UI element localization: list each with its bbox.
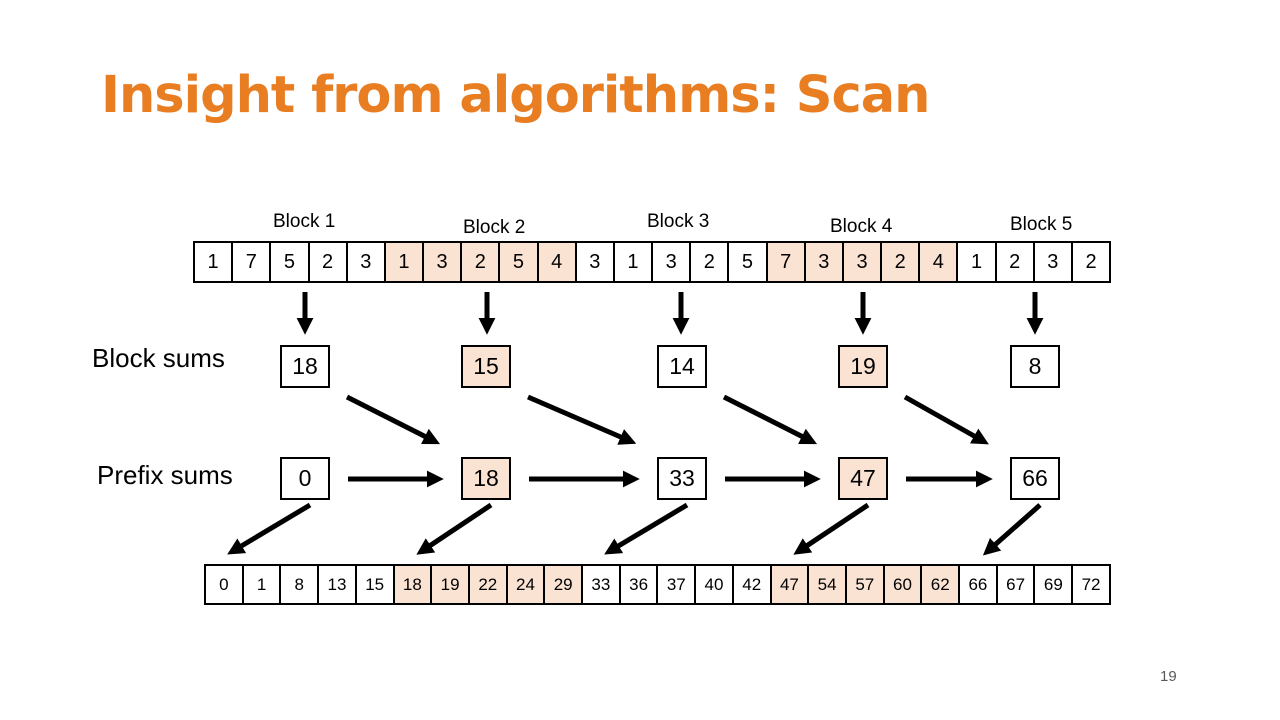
input-array-cell: 3: [574, 243, 613, 281]
input-array-cell: 7: [765, 243, 804, 281]
output-array-cell: 66: [958, 566, 996, 603]
input-array-cell: 2: [460, 243, 499, 281]
output-array-cell: 19: [430, 566, 468, 603]
input-array-cell: 2: [307, 243, 346, 281]
output-array-cell: 33: [581, 566, 619, 603]
slide-title: Insight from algorithms: Scan: [101, 66, 930, 125]
output-array-cell: 60: [882, 566, 921, 603]
prefix-sums-label: Prefix sums: [97, 460, 233, 490]
output-array-cell: 57: [844, 566, 883, 603]
block-label: Block 5: [1010, 214, 1073, 235]
input-array-cell: 5: [498, 243, 537, 281]
block-sum-box: 15: [461, 345, 511, 388]
output-array-cell: 22: [467, 566, 506, 603]
prefix-to-output-arrow: [604, 502, 689, 555]
prefix-sum-box: 66: [1010, 457, 1060, 500]
output-array-cell: 36: [618, 566, 657, 603]
block-label: Block 2: [463, 217, 526, 238]
output-array-cell: 69: [1033, 566, 1071, 603]
prefix-sum-box: 47: [838, 457, 888, 500]
output-array-cell: 72: [1071, 566, 1109, 603]
input-array-cell: 5: [727, 243, 765, 281]
prefix-sum-box: 18: [461, 457, 511, 500]
input-array-cell: 1: [956, 243, 994, 281]
input-array-cell: 3: [1032, 243, 1071, 281]
block-label: Block 3: [647, 211, 710, 232]
input-array-cell: 3: [651, 243, 689, 281]
output-array-cell: 24: [505, 566, 544, 603]
input-array-cell: 3: [422, 243, 461, 281]
prefix-to-output-arrow: [793, 502, 870, 555]
output-array-cell: 37: [656, 566, 694, 603]
input-array-cell: 2: [994, 243, 1033, 281]
output-array-cell: 18: [392, 566, 431, 603]
output-array-cell: 67: [995, 566, 1034, 603]
blocksum-to-prefix-arrow: [345, 394, 441, 445]
block-label: Block 1: [273, 211, 336, 232]
block-label: Block 4: [830, 216, 893, 237]
output-array-cell: 15: [354, 566, 393, 603]
output-array-cell: 8: [279, 566, 317, 603]
output-array-cell: 42: [731, 566, 770, 603]
input-array-cell: 2: [1070, 243, 1109, 281]
output-array-cell: 47: [769, 566, 808, 603]
input-array-cell: 1: [612, 243, 651, 281]
page-number: 19: [1160, 668, 1177, 685]
prefix-to-output-arrow: [227, 502, 312, 555]
output-array-cell: 40: [694, 566, 732, 603]
block-sum-box: 18: [280, 345, 330, 388]
output-array-cell: 29: [543, 566, 582, 603]
input-array-cell: 3: [803, 243, 842, 281]
input-array-cell: 1: [383, 243, 423, 281]
input-array-cell: 7: [231, 243, 269, 281]
block-sum-box: 19: [838, 345, 888, 388]
blocksum-to-prefix-arrow: [903, 394, 989, 445]
blocksum-to-prefix-arrow: [527, 394, 637, 445]
blocksum-to-prefix-arrow: [722, 394, 818, 445]
input-array-cell: 2: [880, 243, 919, 281]
input-array-cell: 4: [918, 243, 957, 281]
output-array-cell: 13: [317, 566, 355, 603]
output-array-cell: 1: [241, 566, 280, 603]
block-sum-box: 14: [657, 345, 707, 388]
prefix-sum-box: 0: [280, 457, 330, 500]
output-array-cell: 0: [219, 574, 229, 594]
input-array-cell: 3: [841, 243, 881, 281]
block-sums-label: Block sums: [92, 343, 225, 373]
input-array-cell: 4: [536, 243, 575, 281]
prefix-to-output-arrow: [982, 503, 1042, 556]
input-array-cell: 5: [269, 243, 307, 281]
output-array-cell: 62: [920, 566, 959, 603]
input-array-cell: 2: [689, 243, 727, 281]
block-sum-box: 8: [1010, 345, 1060, 388]
input-array-cell: 1: [207, 250, 219, 273]
output-array-cell: 54: [807, 566, 845, 603]
input-array-cell: 3: [345, 243, 384, 281]
prefix-sum-box: 33: [657, 457, 707, 500]
prefix-to-output-arrow: [416, 502, 493, 555]
